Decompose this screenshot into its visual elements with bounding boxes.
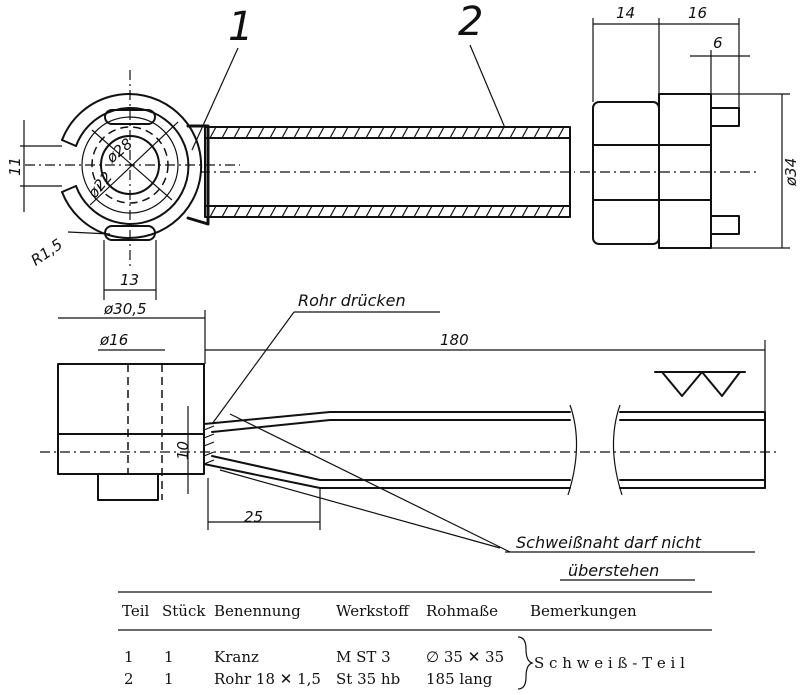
dim-34: ø34	[782, 158, 800, 187]
table-row-2-stueck: 1	[164, 670, 174, 688]
dim-180: 180	[440, 331, 469, 349]
dim-16-dia: ø16	[99, 331, 128, 349]
dim-10: 10	[174, 441, 192, 460]
table-row-2-werkstoff: St 35 hb	[336, 670, 400, 688]
dim-16: 16	[688, 4, 707, 22]
table-header-stueck: Stück	[162, 602, 206, 620]
dim-30-5: ø30,5	[103, 300, 147, 318]
table-header-benennung: Benennung	[214, 602, 301, 620]
table-row-1-rohmasse: ∅ 35 ✕ 35	[426, 648, 504, 666]
table-row-1-benennung: Kranz	[214, 648, 259, 666]
dim-28: ø28	[102, 135, 136, 168]
assembled-view	[40, 310, 780, 581]
table-header-rohmasse: Rohmaße	[426, 602, 498, 620]
table-header-teil: Teil	[122, 602, 150, 620]
parts-table	[118, 591, 712, 690]
note-rohr-druecken: Rohr drücken	[298, 291, 406, 310]
table-header-werkstoff: Werkstoff	[336, 602, 410, 620]
table-row-1-teil: 1	[124, 648, 134, 666]
table-row-1-stueck: 1	[164, 648, 174, 666]
dim-25: 25	[244, 508, 263, 526]
table-row-2-teil: 2	[124, 670, 134, 688]
dim-11: 11	[6, 157, 24, 176]
note-schweissnaht-2: überstehen	[568, 561, 659, 580]
note-schweissnaht-1: Schweißnaht darf nicht	[516, 533, 702, 552]
table-row-1-werkstoff: M ST 3	[336, 648, 391, 666]
table-row-2-rohmasse: 185 lang	[426, 670, 493, 688]
dim-13: 13	[120, 271, 139, 289]
dim-14: 14	[616, 4, 635, 22]
part-label-1: 1	[228, 4, 253, 50]
tube-side-view	[200, 126, 575, 218]
dim-6: 6	[713, 34, 723, 52]
ring-side-view	[580, 18, 790, 249]
table-header-bemerkungen: Bemerkungen	[530, 602, 637, 620]
table-remark-schweissteil: S c h w e i ß - T e i l	[534, 654, 685, 672]
part-label-2: 2	[458, 0, 483, 45]
ring-end-view	[20, 70, 240, 300]
table-row-2-benennung: Rohr 18 ✕ 1,5	[214, 670, 321, 688]
dim-r15: R1,5	[28, 235, 66, 269]
